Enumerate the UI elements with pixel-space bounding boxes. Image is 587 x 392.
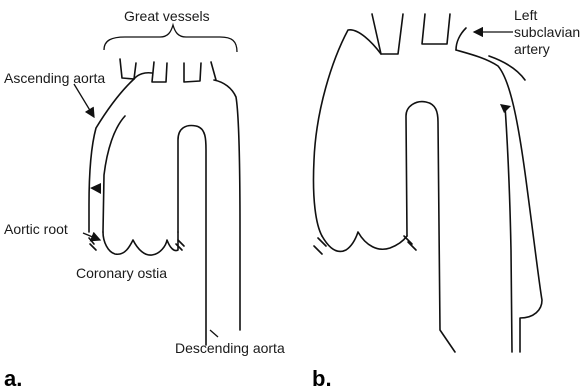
panel-a-ascending-aorta-leader <box>74 84 94 117</box>
panel-a-ascending-aorta-inner-wall <box>103 116 125 232</box>
panel-b-arch-right-wall <box>456 50 542 352</box>
panel-b-arch-inner-curve <box>406 102 455 352</box>
panel-a-aortic-root-leader <box>83 233 100 240</box>
panel-a-label-ascending-aorta: Ascending aorta <box>4 70 105 86</box>
panel-a-great-vessel-4 <box>211 62 216 80</box>
panel-a-arch-top <box>134 73 152 79</box>
panel-a-arch-inner-curve <box>178 126 206 345</box>
panel-a-great-vessel-3 <box>184 63 201 82</box>
panel-b-descending-outer-wall <box>489 56 525 80</box>
panel-a-left-coronary-tick <box>89 238 96 250</box>
panel-a-label-coronary-ostia: Coronary ostia <box>76 265 167 281</box>
panel-a-label-great-vessels: Great vessels <box>124 8 210 24</box>
panel-a-label-descending-aorta: Descending aorta <box>175 340 285 356</box>
panel-a-panel-label: a. <box>4 366 22 391</box>
panel-a-great-vessel-2 <box>152 62 167 82</box>
panel-b-right-coronary-tick <box>404 236 416 250</box>
panel-b-descending-inner-wall <box>505 106 512 352</box>
panel-a-flow-arrow-icon <box>90 183 101 194</box>
panel-a-ascending-aorta-outer-wall <box>89 79 134 232</box>
panel-a-arch-top-right <box>214 80 240 330</box>
panel-b-label-left-subclavian-line3: artery <box>514 41 550 57</box>
panel-a-label-aortic-root: Aortic root <box>4 221 68 237</box>
panel-a-aortic-root-cusps <box>103 232 178 255</box>
panel-a-great-vessels-brace <box>104 25 237 52</box>
panel-b-label-left-subclavian-line2: subclavian <box>514 24 580 40</box>
panel-a-descending-aorta-leader <box>210 330 218 337</box>
panel-b-label-left-subclavian-line1: Left <box>514 7 537 23</box>
panel-a-diagram: Great vessels Ascending aorta Aortic roo… <box>4 8 285 391</box>
panel-b-great-vessel-2 <box>422 14 450 44</box>
panel-a-great-vessel-1 <box>120 59 136 79</box>
panel-b-diagram: Left subclavian artery b. <box>312 7 580 391</box>
panel-b-left-subclavian <box>456 28 466 50</box>
panel-b-aortic-root-cusps <box>322 232 407 251</box>
panel-b-panel-label: b. <box>312 366 332 391</box>
panel-b-ascending-outer-wall <box>313 30 381 236</box>
